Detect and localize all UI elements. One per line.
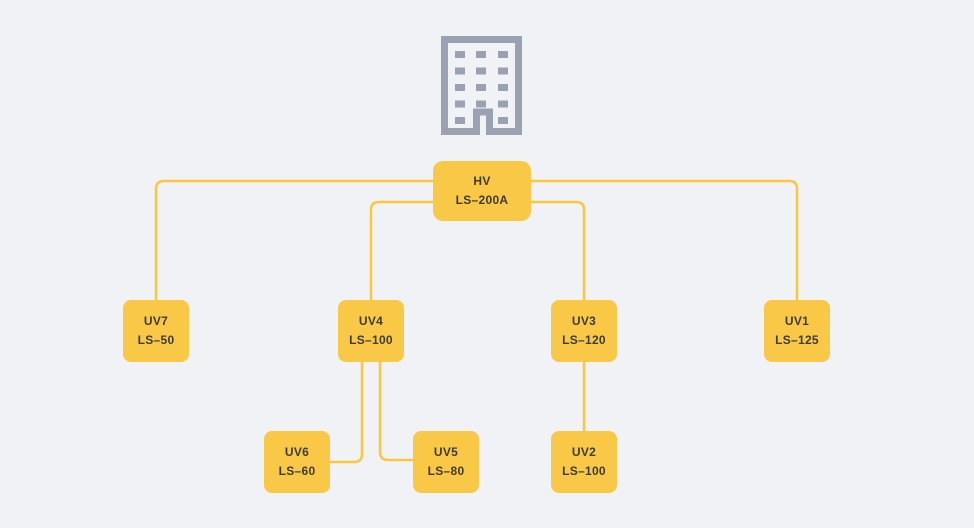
node-subtitle: LS–200A: [455, 193, 509, 207]
node-title: UV7: [143, 314, 169, 329]
node-uv1: UV1 LS–125: [764, 300, 830, 362]
node-title: UV3: [571, 314, 597, 329]
edge-group: [154, 179, 799, 464]
node-uv4: UV4 LS–100: [338, 300, 404, 362]
node-subtitle: LS–50: [137, 333, 175, 347]
edge-hv-uv1: [531, 179, 799, 300]
node-title: UV1: [784, 314, 810, 329]
node-uv6: UV6 LS–60: [264, 431, 330, 493]
node-uv5: UV5 LS–80: [413, 431, 479, 493]
node-hv: HV LS–200A: [433, 161, 531, 221]
edge-hv-uv7: [154, 179, 433, 300]
node-uv3: UV3 LS–120: [551, 300, 617, 362]
node-title: UV4: [358, 314, 384, 329]
node-title: HV: [473, 174, 491, 189]
node-subtitle: LS–60: [278, 464, 316, 478]
node-uv2: UV2 LS–100: [551, 431, 617, 493]
edge-uv4-uv6: [330, 362, 364, 464]
node-subtitle: LS–100: [349, 333, 393, 347]
edge-uv4-uv5: [378, 362, 413, 462]
building-outline: [441, 36, 522, 135]
node-subtitle: LS–120: [562, 333, 606, 347]
node-subtitle: LS–125: [775, 333, 819, 347]
node-subtitle: LS–100: [562, 464, 606, 478]
building-icon: [441, 36, 522, 135]
node-title: UV6: [284, 445, 310, 460]
node-title: UV5: [433, 445, 459, 460]
edge-hv-uv4: [369, 200, 433, 300]
edge-hv-uv3: [531, 200, 586, 300]
node-uv7: UV7 LS–50: [123, 300, 189, 362]
node-subtitle: LS–80: [427, 464, 465, 478]
building-windows: [455, 51, 508, 124]
node-title: UV2: [571, 445, 597, 460]
